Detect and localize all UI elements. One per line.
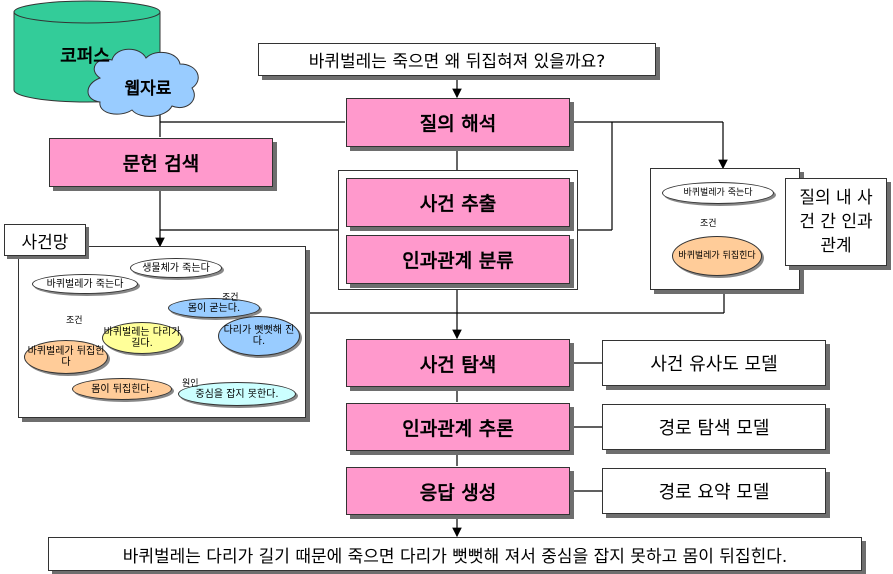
net-node-legs-stiff: 다리가 뻣뻣해 진다. xyxy=(218,316,300,356)
path-summary-model-box: 경로 요약 모델 xyxy=(602,468,826,514)
question-box: 바퀴벌레는 죽으면 왜 뒤집혀져 있을까요? xyxy=(258,43,656,76)
net-node-long-legs: 바퀴벌레는 다리가 길다. xyxy=(102,322,182,354)
sim-model-box: 사건 유사도 모델 xyxy=(602,340,826,386)
net-node-organism-dies: 생물체가 죽는다 xyxy=(130,258,222,278)
query-analysis-box: 질의 해석 xyxy=(346,98,570,147)
qnet-node-cockroach-flips: 바퀴벌레가 뒤집힌다 xyxy=(672,236,762,276)
net-label-cond1: 조건 xyxy=(222,293,239,303)
net-label-cond2: 조건 xyxy=(66,316,83,326)
web-cloud xyxy=(87,48,199,117)
causal-classify-box: 인과관계 분류 xyxy=(346,235,570,284)
event-extract-box: 사건 추출 xyxy=(346,178,570,227)
causal-reason-box: 인과관계 추론 xyxy=(346,403,570,451)
net-node-body-stiffens: 몸이 굳는다. xyxy=(168,298,260,318)
net-node-cockroach-dies: 바퀴벌레가 죽는다 xyxy=(32,274,138,294)
net-node-body-flips: 몸이 뒤집힌다. xyxy=(72,378,172,400)
event-net-label: 사건망 xyxy=(4,224,86,256)
net-node-cockroach-flips: 바퀴벌레가 뒤집힌다 xyxy=(24,340,108,374)
answer-box: 바퀴벌레는 다리가 길기 때문에 죽으면 다리가 뻣뻣해 져서 중심을 잡지 못… xyxy=(48,537,862,571)
answer-gen-box: 응답 생성 xyxy=(346,467,570,515)
qnet-label-cond: 조건 xyxy=(700,219,717,229)
event-search-box: 사건 탐색 xyxy=(346,339,570,387)
path-search-model-box: 경로 탐색 모델 xyxy=(602,404,826,450)
net-node-lose-balance: 중심을 잡지 못한다. xyxy=(178,382,296,406)
doc-search-box: 문헌 검색 xyxy=(49,138,273,187)
query-net-title: 질의 내 사건 간 인과 관계 xyxy=(785,178,887,266)
web-label: 웹자료 xyxy=(124,78,172,99)
corpus-label: 코퍼스 xyxy=(60,46,110,67)
qnet-node-cockroach-dies: 바퀴벌레가 죽는다 xyxy=(662,182,774,204)
net-label-cause: 원인 xyxy=(182,379,199,389)
